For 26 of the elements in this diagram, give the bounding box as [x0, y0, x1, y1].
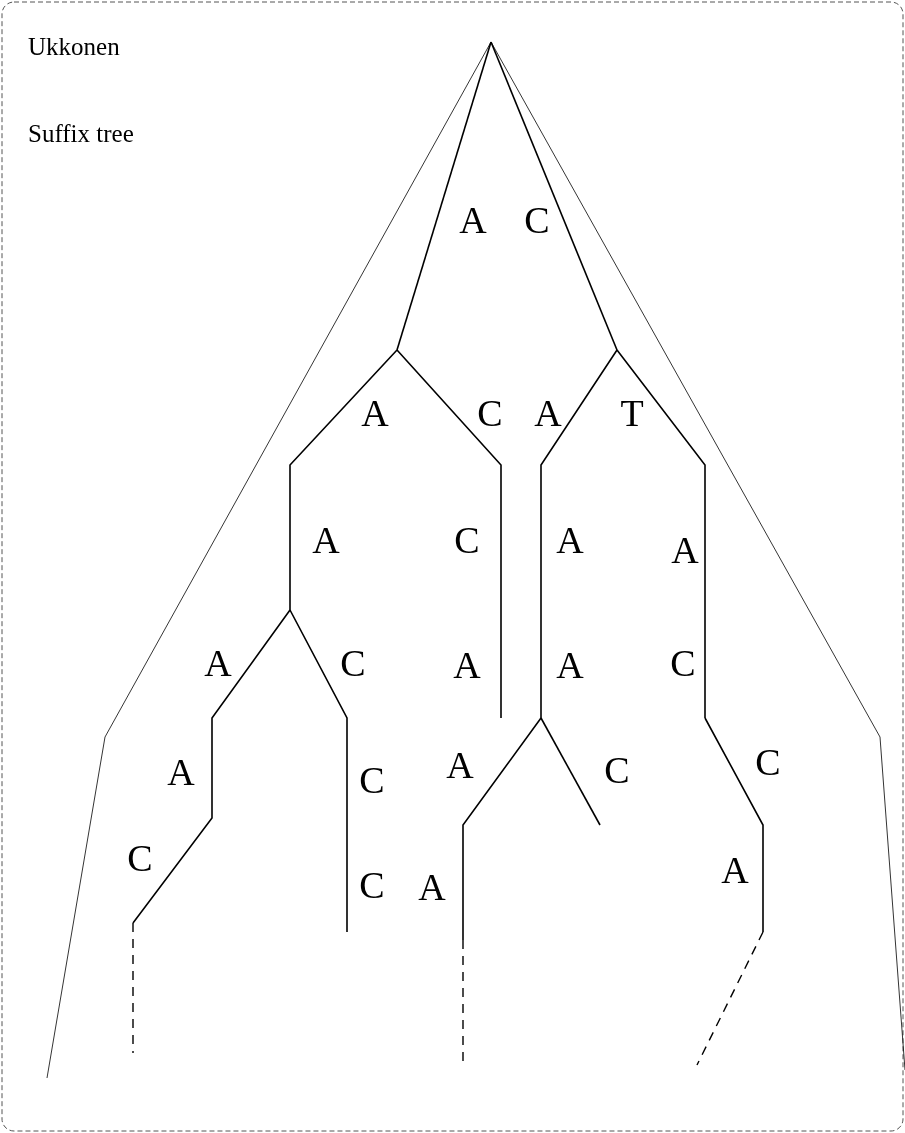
edge-letter: C — [454, 521, 480, 559]
edge-letter: C — [755, 743, 781, 781]
subtitle: Suffix tree — [28, 121, 134, 146]
edge-letter: C — [127, 839, 153, 877]
edge-letter: A — [671, 531, 699, 569]
edge-letter: C — [340, 644, 366, 682]
edge-letter: C — [604, 751, 630, 789]
edge-letter: C — [477, 394, 503, 432]
edge-letter: A — [446, 746, 474, 784]
edge-letter: T — [620, 394, 644, 432]
edge-letter: C — [359, 761, 385, 799]
edge-letter: C — [524, 201, 550, 239]
edge-letter: A — [721, 851, 749, 889]
edge-letter: A — [556, 646, 584, 684]
edge-letter: A — [361, 394, 389, 432]
edge-letter: A — [204, 644, 232, 682]
edge-letter: C — [670, 644, 696, 682]
edge-letter: A — [312, 521, 340, 559]
edge-letter: C — [359, 866, 385, 904]
edge-letter: A — [534, 394, 562, 432]
title: Ukkonen — [28, 34, 120, 59]
edge-letter: A — [167, 753, 195, 791]
edge-letter: A — [453, 646, 481, 684]
edge-letter: A — [556, 521, 584, 559]
edge-letter: A — [418, 868, 446, 906]
edge-letter: A — [459, 201, 487, 239]
